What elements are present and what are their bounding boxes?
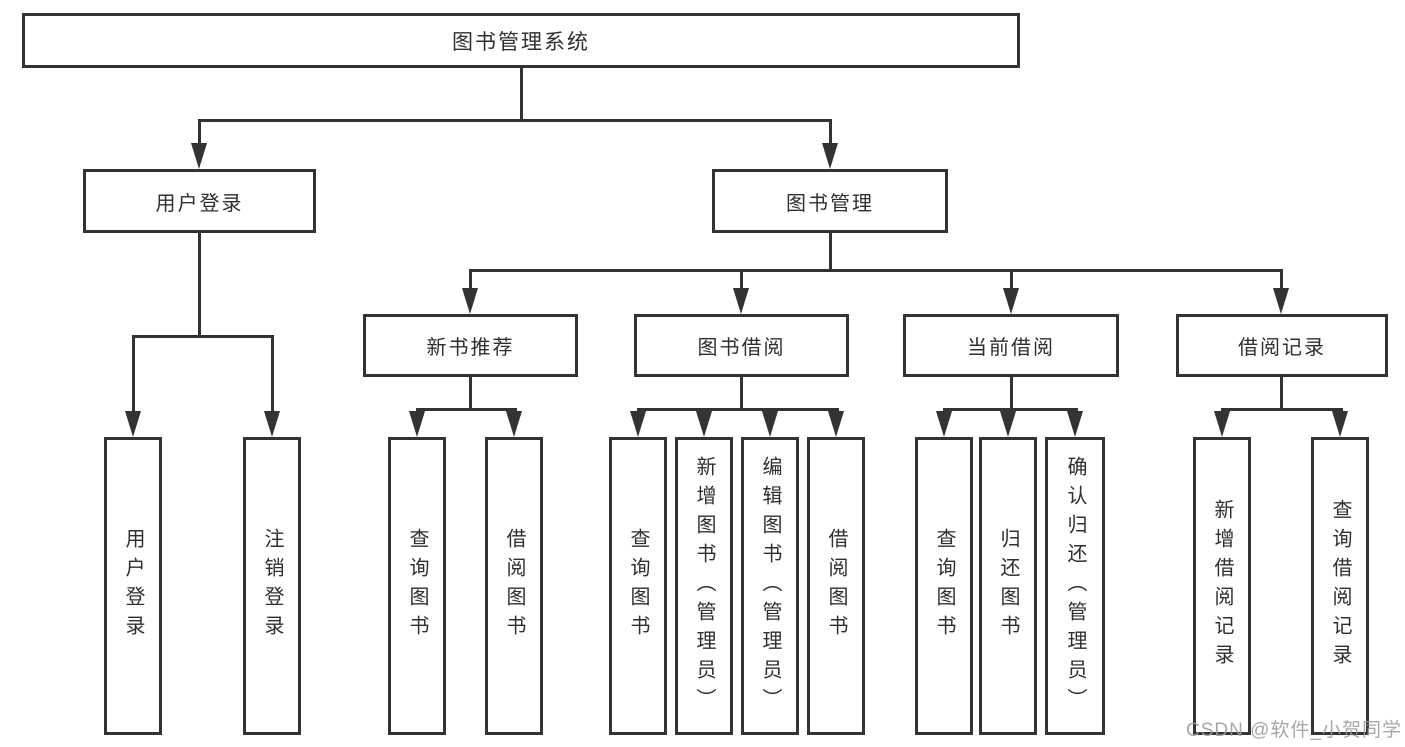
node-current-borrow: 当前借阅 [903, 314, 1119, 377]
connector-line [198, 119, 832, 122]
node-book-borrow-label: 图书借阅 [697, 337, 786, 359]
arrow-down-icon [1003, 288, 1019, 314]
connector-line [469, 377, 472, 411]
node-user-login-label: 用户登录 [155, 192, 244, 215]
connector-line [132, 335, 135, 413]
arrow-down-icon [1273, 288, 1289, 314]
arrow-down-icon [762, 411, 778, 437]
arrow-down-icon [630, 411, 646, 437]
connector-line [637, 408, 839, 411]
node-book-management: 图书管理 [712, 169, 948, 233]
leaf-edit-book-admin: 编辑图书（管理员） [741, 437, 799, 735]
connector-line [416, 408, 517, 411]
connector-line [132, 335, 274, 338]
connector-line [740, 377, 743, 411]
arrow-down-icon [462, 288, 478, 314]
node-borrow-records: 借阅记录 [1176, 314, 1388, 377]
leaf-add-book-admin: 新增图书（管理员） [675, 437, 733, 735]
node-user-login: 用户登录 [83, 169, 316, 233]
connector-line [469, 269, 1283, 272]
arrow-down-icon [696, 411, 712, 437]
arrow-down-icon [1000, 411, 1016, 437]
leaf-borrow-book-recommend: 借阅图书 [485, 437, 543, 735]
connector-line [1280, 377, 1283, 411]
node-new-book-recommend: 新书推荐 [363, 314, 578, 377]
connector-line [1010, 269, 1013, 291]
arrow-down-icon [1214, 411, 1230, 437]
connector-line [829, 120, 832, 146]
connector-line [469, 269, 472, 291]
connector-line [1010, 377, 1013, 411]
leaf-add-borrow-record: 新增借阅记录 [1193, 437, 1251, 735]
connector-line [198, 233, 201, 337]
arrow-down-icon [822, 143, 838, 169]
leaf-query-borrow-record: 查询借阅记录 [1311, 437, 1369, 735]
arrow-down-icon [264, 411, 280, 437]
arrow-down-icon [125, 411, 141, 437]
connector-line [271, 335, 274, 413]
node-book-borrow: 图书借阅 [634, 314, 849, 377]
connector-line [740, 269, 743, 291]
node-root: 图书管理系统 [22, 13, 1020, 68]
arrow-down-icon [828, 411, 844, 437]
arrow-down-icon [191, 143, 207, 169]
node-borrow-records-label: 借阅记录 [1238, 337, 1326, 359]
node-new-book-recommend-label: 新书推荐 [426, 337, 515, 359]
leaf-logout: 注销登录 [243, 437, 301, 735]
arrow-down-icon [936, 411, 952, 437]
connector-line [198, 120, 201, 146]
arrow-down-icon [733, 288, 749, 314]
arrow-down-icon [1332, 411, 1348, 437]
arrow-down-icon [506, 411, 522, 437]
connector-line [943, 408, 1078, 411]
leaf-return-book: 归还图书 [979, 437, 1037, 735]
leaf-query-book-recommend: 查询图书 [388, 437, 446, 735]
arrow-down-icon [409, 411, 425, 437]
leaf-user-login: 用户登录 [104, 437, 162, 735]
node-current-borrow-label: 当前借阅 [967, 337, 1055, 359]
connector-line [829, 233, 832, 271]
connector-line [1280, 269, 1283, 291]
connector-line [1221, 408, 1343, 411]
leaf-borrow-book: 借阅图书 [807, 437, 865, 735]
node-book-management-label: 图书管理 [786, 192, 874, 215]
leaf-query-book-current: 查询图书 [915, 437, 973, 735]
leaf-confirm-return-admin: 确认归还（管理员） [1045, 437, 1105, 735]
node-root-label: 图书管理系统 [452, 30, 590, 54]
leaf-query-book-borrow: 查询图书 [609, 437, 667, 735]
connector-line [520, 68, 523, 120]
arrow-down-icon [1067, 411, 1083, 437]
